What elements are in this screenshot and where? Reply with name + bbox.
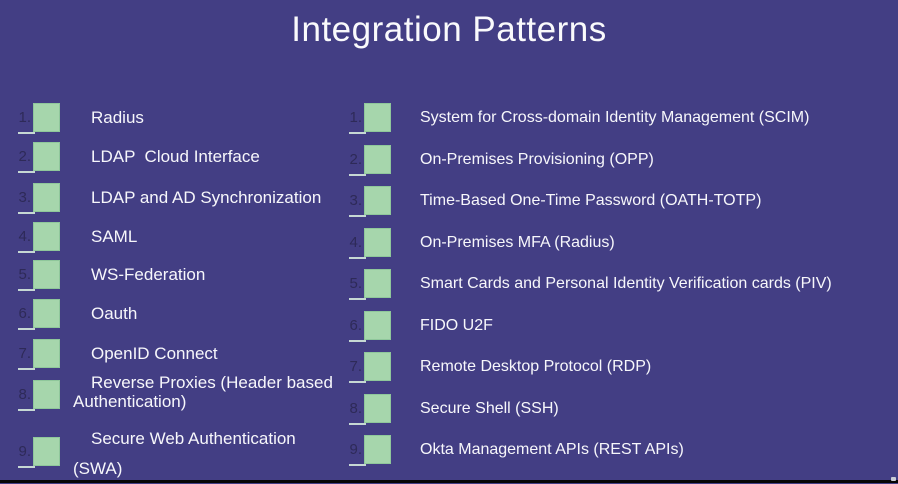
list-item-label: Radius xyxy=(91,108,144,127)
list-item-label: OpenID Connect xyxy=(91,344,218,363)
checkbox-square-icon xyxy=(33,437,60,466)
list-item: 3. Time-Based One-Time Password (OATH-TO… xyxy=(343,186,762,217)
list-item: 8. Secure Shell (SSH) xyxy=(343,394,559,425)
list-item-label: SAML xyxy=(91,227,138,246)
list-item-number: 2. xyxy=(18,148,31,165)
list-item: 5. Smart Cards and Personal Identity Ver… xyxy=(343,269,832,300)
list-item-number: 5. xyxy=(18,266,31,283)
list-item-number: 7. xyxy=(349,358,362,375)
list-item-label: Okta Management APIs (REST APIs) xyxy=(420,441,684,458)
list-item-label: Secure Web Authentication (SWA) xyxy=(73,429,296,478)
list-item: 1. Radius xyxy=(12,103,144,134)
list-item: 9. Okta Management APIs (REST APIs) xyxy=(343,435,684,466)
list-item-label: System for Cross-domain Identity Managem… xyxy=(420,109,810,126)
checkbox-square-icon xyxy=(33,183,60,212)
list-marker: 3. xyxy=(12,183,60,214)
list-marker: 7. xyxy=(343,352,391,383)
checkbox-square-icon xyxy=(364,394,391,423)
checkbox-square-icon xyxy=(33,299,60,328)
list-item: 9. Secure Web Authentication (SWA) xyxy=(12,424,296,484)
list-item-number: 8. xyxy=(349,400,362,417)
list-marker: 5. xyxy=(343,269,391,300)
list-item: 6. FIDO U2F xyxy=(343,311,493,342)
list-item-number: 3. xyxy=(349,192,362,209)
list-marker: 7. xyxy=(12,339,60,370)
checkbox-square-icon xyxy=(33,339,60,368)
list-item: 2. On-Premises Provisioning (OPP) xyxy=(343,145,654,176)
list-marker: 5. xyxy=(12,260,60,291)
list-item: 4. SAML xyxy=(12,222,138,253)
list-marker: 4. xyxy=(12,222,60,253)
checkbox-square-icon xyxy=(364,186,391,215)
list-item-number: 8. xyxy=(18,386,31,403)
list-marker: 2. xyxy=(12,142,60,173)
list-marker: 1. xyxy=(12,103,60,134)
list-item-number: 9. xyxy=(349,441,362,458)
list-item: 5. WS-Federation xyxy=(12,260,206,291)
list-item: 8. Reverse Proxies (Header based Authent… xyxy=(12,373,333,411)
checkbox-square-icon xyxy=(364,269,391,298)
list-item-label: Smart Cards and Personal Identity Verifi… xyxy=(420,275,832,292)
list-marker: 8. xyxy=(12,380,60,411)
list-item-number: 2. xyxy=(349,151,362,168)
list-item-label: Secure Shell (SSH) xyxy=(420,400,559,417)
list-item-label: On-Premises MFA (Radius) xyxy=(420,234,615,251)
list-item-label: Remote Desktop Protocol (RDP) xyxy=(420,358,652,375)
checkbox-square-icon xyxy=(364,352,391,381)
checkbox-square-icon xyxy=(33,260,60,289)
list-marker: 3. xyxy=(343,186,391,217)
list-item-number: 9. xyxy=(18,443,31,460)
list-marker: 4. xyxy=(343,228,391,259)
list-item-label: LDAP and AD Synchronization xyxy=(91,188,322,207)
cursor-artifact xyxy=(891,477,896,481)
checkbox-square-icon xyxy=(33,142,60,171)
list-marker: 2. xyxy=(343,145,391,176)
list-marker: 1. xyxy=(343,103,391,134)
list-marker: 8. xyxy=(343,394,391,425)
list-item: 1. System for Cross-domain Identity Mana… xyxy=(343,103,810,134)
list-item: 4. On-Premises MFA (Radius) xyxy=(343,228,615,259)
list-item-number: 1. xyxy=(18,109,31,126)
list-item-label: LDAP Cloud Interface xyxy=(91,147,260,166)
list-item-number: 7. xyxy=(18,345,31,362)
checkbox-square-icon xyxy=(364,103,391,132)
list-item: 7. Remote Desktop Protocol (RDP) xyxy=(343,352,652,383)
list-marker: 9. xyxy=(343,435,391,466)
list-marker: 6. xyxy=(343,311,391,342)
checkbox-square-icon xyxy=(364,145,391,174)
checkbox-square-icon xyxy=(364,435,391,464)
list-item: 7. OpenID Connect xyxy=(12,339,218,370)
bottom-edge-bar xyxy=(0,480,898,483)
list-item: 3. LDAP and AD Synchronization xyxy=(12,183,322,214)
list-item-label: FIDO U2F xyxy=(420,317,493,334)
list-item: 6. Oauth xyxy=(12,299,138,330)
list-item-label: Oauth xyxy=(91,304,138,323)
list-item-label: On-Premises Provisioning (OPP) xyxy=(420,151,654,168)
slide-title: Integration Patterns xyxy=(291,10,607,49)
list-item-label: Time-Based One-Time Password (OATH-TOTP) xyxy=(420,192,762,209)
list-item-number: 4. xyxy=(18,228,31,245)
list-marker: 9. xyxy=(12,437,60,468)
list-item-number: 6. xyxy=(349,317,362,334)
list-item-label: Reverse Proxies (Header based Authentica… xyxy=(73,373,333,411)
list-item-number: 3. xyxy=(18,189,31,206)
list-item-number: 1. xyxy=(349,109,362,126)
list-item-number: 4. xyxy=(349,234,362,251)
checkbox-square-icon xyxy=(33,222,60,251)
list-item-number: 5. xyxy=(349,275,362,292)
list-item: 2. LDAP Cloud Interface xyxy=(12,142,260,173)
list-item-number: 6. xyxy=(18,305,31,322)
checkbox-square-icon xyxy=(364,228,391,257)
list-marker: 6. xyxy=(12,299,60,330)
list-item-label: WS-Federation xyxy=(91,265,206,284)
checkbox-square-icon xyxy=(33,103,60,132)
checkbox-square-icon xyxy=(364,311,391,340)
checkbox-square-icon xyxy=(33,380,60,409)
